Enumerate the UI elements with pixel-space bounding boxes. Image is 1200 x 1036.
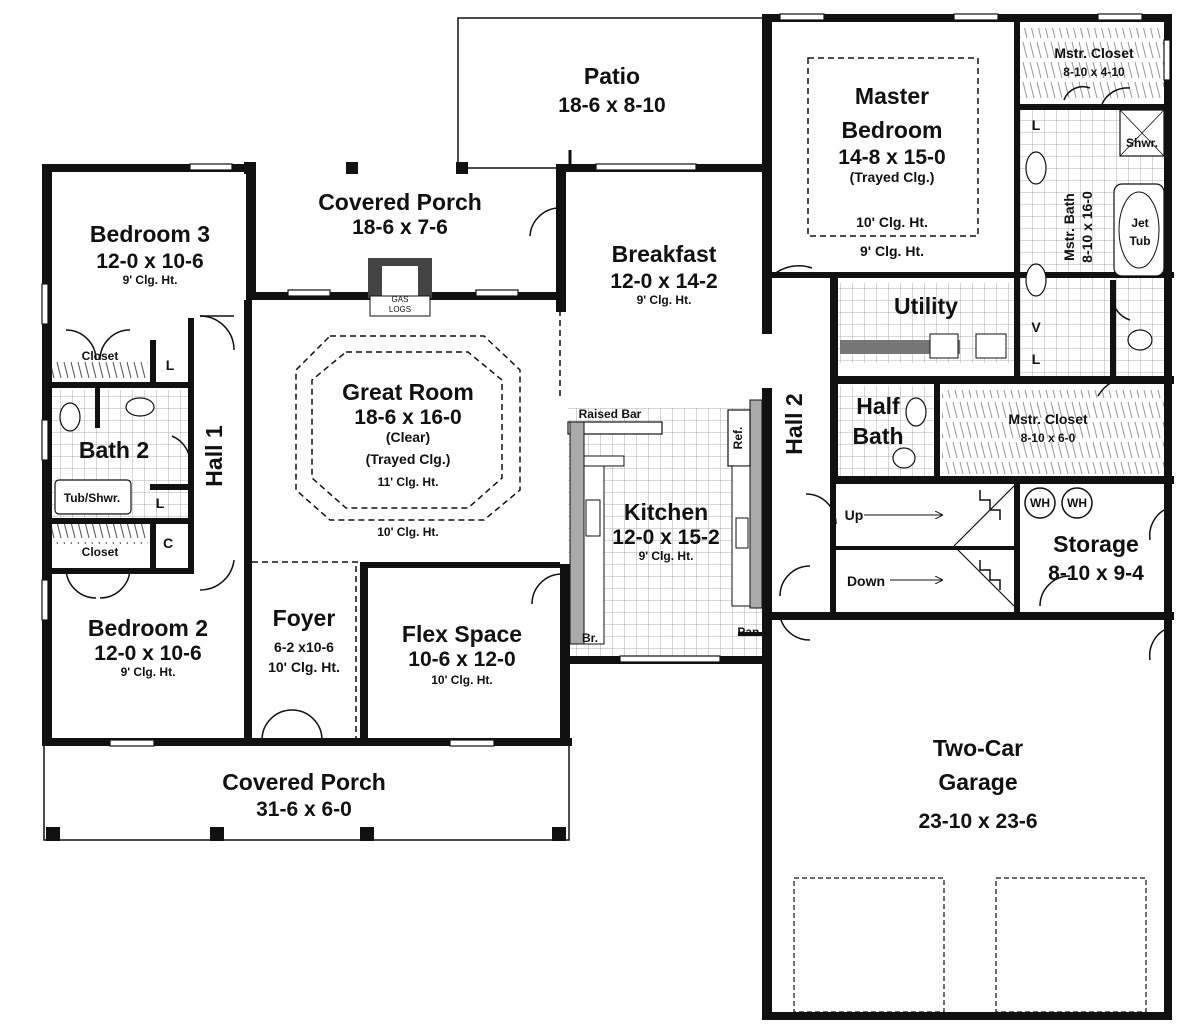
broom-label: Br. <box>582 631 598 645</box>
closet-rods <box>52 28 1164 544</box>
utility-v: V <box>1031 319 1041 335</box>
covered-porch-front-dim: 31-6 x 6-0 <box>256 798 352 821</box>
kitchen-clg: 9' Clg. Ht. <box>639 549 694 563</box>
master-bedroom-clg-outer: 9' Clg. Ht. <box>860 243 924 259</box>
closet-b3-label: Closet <box>82 349 119 363</box>
hall1-name: Hall 1 <box>201 425 227 487</box>
hall2-name: Hall 2 <box>781 393 807 454</box>
garage-name-2: Garage <box>938 769 1017 795</box>
storage-name: Storage <box>1053 531 1139 557</box>
covered-porch-front-name: Covered Porch <box>222 769 386 795</box>
foyer-dim: 6-2 x10-6 <box>274 639 334 655</box>
storage-dim: 8-10 x 9-4 <box>1048 562 1144 585</box>
kitchen-name: Kitchen <box>624 499 708 525</box>
great-room-note-2: (Trayed Clg.) <box>366 451 451 467</box>
utility-name: Utility <box>894 293 958 319</box>
flex-space-dim: 10-6 x 12-0 <box>408 648 515 671</box>
raised-bar-label: Raised Bar <box>579 407 642 421</box>
mstr-bath-name: Mstr. Bath <box>1061 193 1077 261</box>
garage-doors <box>793 877 1147 1013</box>
patio-name: Patio <box>584 63 640 89</box>
shower-label: Shwr. <box>1126 136 1158 150</box>
door-swings <box>65 85 1165 741</box>
covered-porch-back-name: Covered Porch <box>318 189 482 215</box>
foyer-clg: 10' Clg. Ht. <box>268 659 340 675</box>
bedroom2-dim: 12-0 x 10-6 <box>94 642 201 665</box>
windows <box>41 13 1171 747</box>
ref-label: Ref. <box>731 427 745 450</box>
bedroom2-name: Bedroom 2 <box>88 615 208 641</box>
stairs <box>864 485 1015 607</box>
bedroom3-clg: 9' Clg. Ht. <box>123 273 178 287</box>
flex-space-name: Flex Space <box>402 621 522 647</box>
master-bedroom-name-1: Master <box>855 83 929 109</box>
pantry-label: Pan. <box>737 625 762 639</box>
closet-b2-label: Closet <box>82 545 119 559</box>
great-room-clg-outer: 10' Clg. Ht. <box>377 525 439 539</box>
great-room-clg-inner: 11' Clg. Ht. <box>378 475 439 489</box>
breakfast-clg: 9' Clg. Ht. <box>637 293 692 307</box>
wh-1: WH <box>1030 496 1050 510</box>
jet-tub-line-1: Jet <box>1131 216 1148 230</box>
great-room-note-1: (Clear) <box>386 429 430 445</box>
jet-tub-line-2: Tub <box>1129 234 1150 248</box>
garage-dim: 23-10 x 23-6 <box>918 810 1037 833</box>
kitchen-counters <box>567 399 763 645</box>
bedroom3-name: Bedroom 3 <box>90 221 210 247</box>
covered-porch-back-dim: 18-6 x 7-6 <box>352 216 448 239</box>
mstr-closet-mid-name: Mstr. Closet <box>1008 411 1088 427</box>
great-room-name: Great Room <box>342 379 474 405</box>
fixtures <box>54 109 1165 519</box>
mstr-closet-top-dim: 8-10 x 4-10 <box>1063 65 1125 79</box>
flex-space-clg: 10' Clg. Ht. <box>431 673 493 687</box>
breakfast-name: Breakfast <box>612 241 717 267</box>
mstr-closet-mid-dim: 8-10 x 6-0 <box>1021 431 1076 445</box>
kitchen-dim: 12-0 x 15-2 <box>612 526 719 549</box>
utility-l: L <box>1032 351 1041 367</box>
half-bath-name-1: Half <box>856 393 900 419</box>
garage-name-1: Two-Car <box>933 735 1023 761</box>
stairs-up: Up <box>845 507 864 523</box>
l-b3-label: L <box>166 357 175 373</box>
bedroom2-clg: 9' Clg. Ht. <box>121 665 176 679</box>
bath2-l: L <box>156 495 165 511</box>
half-bath-name-2: Bath <box>852 423 903 449</box>
gas-logs-1: GAS <box>392 295 409 304</box>
mstr-bath-dim: 8-10 x 16-0 <box>1079 191 1095 263</box>
patio-dim: 18-6 x 8-10 <box>558 94 665 117</box>
master-bedroom-name-2: Bedroom <box>842 117 943 143</box>
wh-2: WH <box>1067 496 1087 510</box>
mstr-closet-top-name: Mstr. Closet <box>1054 45 1134 61</box>
dashed-lines <box>252 57 979 740</box>
c-b2-label: C <box>163 535 173 551</box>
gas-logs-2: LOGS <box>389 305 411 314</box>
room-labels: Patio 18-6 x 8-10 Master Bedroom 14-8 x … <box>64 45 1158 833</box>
breakfast-dim: 12-0 x 14-2 <box>610 270 717 293</box>
foyer-name: Foyer <box>273 605 336 631</box>
mstr-bath-l: L <box>1032 117 1041 133</box>
great-room-dim: 18-6 x 16-0 <box>354 406 461 429</box>
master-bedroom-note: (Trayed Clg.) <box>850 169 935 185</box>
master-bedroom-dim: 14-8 x 15-0 <box>838 146 945 169</box>
fireplace <box>368 258 432 317</box>
bedroom3-dim: 12-0 x 10-6 <box>96 250 203 273</box>
bath2-tub: Tub/Shwr. <box>64 491 120 505</box>
bath2-name: Bath 2 <box>79 437 149 463</box>
master-bedroom-clg-inner: 10' Clg. Ht. <box>856 214 928 230</box>
stairs-down: Down <box>847 573 885 589</box>
